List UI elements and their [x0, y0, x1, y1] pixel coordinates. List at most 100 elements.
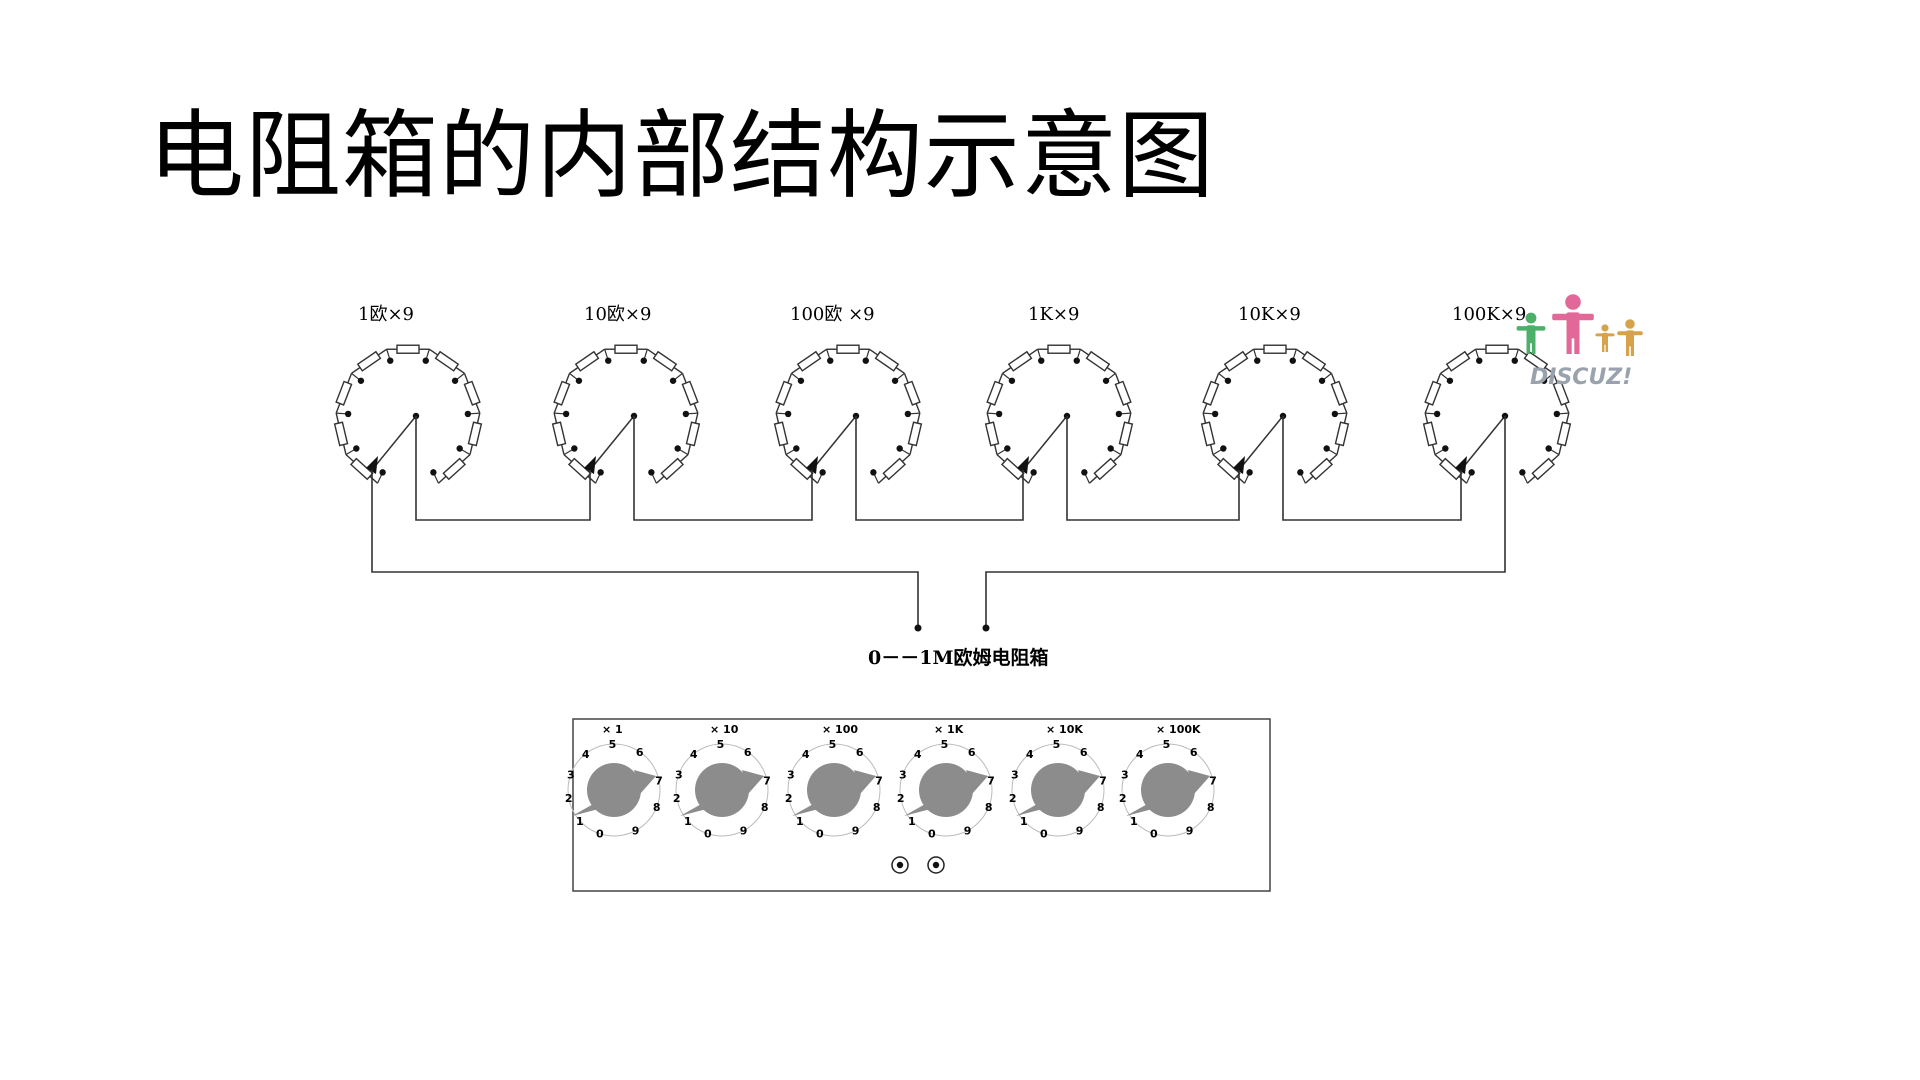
resistor [386, 344, 430, 354]
dial-number: 2 [565, 792, 573, 805]
tap-dot [1030, 469, 1037, 476]
resistor [685, 412, 701, 455]
wiper-arm [1460, 415, 1506, 471]
tap-dot [456, 445, 463, 452]
resistor-body [1422, 421, 1438, 447]
resistor-lead [1120, 444, 1125, 455]
resistor [1118, 412, 1134, 455]
tap-dot [904, 410, 912, 418]
tap-dot [1102, 377, 1110, 384]
resistor [333, 412, 349, 455]
tap-dot [1211, 410, 1219, 418]
resistor-lead [775, 403, 781, 414]
resistor-lead [461, 454, 471, 463]
knob-pointer [572, 798, 610, 816]
tap-dot [896, 445, 903, 452]
person-leg [1602, 343, 1605, 352]
dial-number: 0 [704, 828, 712, 841]
resistor-body [574, 350, 600, 372]
series-link [415, 416, 591, 521]
resistor [1202, 373, 1220, 414]
resistor-body [567, 457, 592, 481]
tap-dot [674, 445, 681, 452]
resistor-body [1263, 344, 1287, 354]
resistor-lead [1088, 475, 1098, 484]
tap-dot [1220, 445, 1227, 452]
resistor [604, 344, 648, 354]
resistor-lead [469, 444, 474, 455]
dial-number: 8 [761, 801, 769, 814]
tap-dot [1519, 469, 1526, 476]
dial-number: 9 [632, 825, 640, 838]
tap-dot [1323, 445, 1330, 452]
resistor-lead [986, 412, 991, 424]
resistor-lead [993, 444, 998, 455]
resistor-lead [1440, 366, 1450, 374]
dial-number: 1 [796, 815, 804, 828]
dial-number: 4 [582, 748, 590, 761]
resistor-body [1200, 421, 1216, 447]
resistor-lead [1330, 373, 1336, 384]
tap-dot [891, 377, 899, 384]
resistor-body [836, 344, 860, 354]
resistor [1200, 412, 1216, 455]
tap-dot [1038, 357, 1045, 364]
resistor-lead [1424, 403, 1430, 414]
tap-dot [1008, 377, 1016, 384]
resistor-lead [673, 366, 683, 374]
wiper-arm [1238, 415, 1284, 471]
resistor-body [984, 421, 1000, 447]
tap-dot [640, 357, 647, 364]
tap-dot [1468, 469, 1475, 476]
knob-pointer [680, 798, 718, 816]
tap-dot [464, 410, 472, 418]
decade-label: 1欧×9 [358, 304, 414, 325]
dial-number: 2 [1119, 792, 1127, 805]
tap-dot [562, 410, 570, 418]
resistor-body [1445, 350, 1471, 372]
person-leg [1574, 335, 1580, 354]
resistor-body [1301, 350, 1327, 372]
resistor [428, 348, 465, 374]
tap-dot [995, 410, 1003, 418]
resistor-body [882, 457, 907, 481]
decade-ring: 10K×9 [1200, 304, 1350, 484]
dial-number: 6 [856, 746, 864, 759]
dial-number: 0 [816, 828, 824, 841]
wiper-arrow [806, 456, 818, 474]
decade-ring: 1欧×9 [333, 304, 483, 484]
decade-ring: 100欧 ×9 [773, 304, 923, 484]
knob-pointer [904, 798, 942, 816]
knob-pointer [1016, 798, 1054, 816]
dial-number: 6 [1190, 746, 1198, 759]
wiper-arrow [366, 456, 378, 474]
dial-number: 2 [673, 792, 681, 805]
decade-label: 10K×9 [1238, 304, 1301, 325]
dial-number: 3 [567, 768, 575, 781]
person-head [1525, 312, 1537, 324]
person-leg [1566, 335, 1572, 354]
tap-dot [1331, 410, 1339, 418]
resistor [463, 373, 481, 414]
resistor-lead [1517, 348, 1528, 356]
resistor-lead [1458, 475, 1468, 484]
decade-label: 100欧 ×9 [790, 304, 875, 325]
resistor-body [335, 380, 353, 406]
resistor-lead [1322, 366, 1332, 374]
resistor-lead [996, 454, 1006, 463]
resistor-body [1000, 457, 1025, 481]
resistor [1037, 344, 1081, 354]
resistor-body [1118, 421, 1134, 447]
dial-scale [675, 743, 769, 837]
resistor-lead [1550, 454, 1560, 463]
resistor-body [1485, 344, 1509, 354]
lead-right [985, 416, 1506, 628]
series-link [633, 416, 813, 521]
resistor-lead [1526, 475, 1536, 484]
resistor-lead [787, 373, 793, 384]
resistor-body [652, 350, 678, 372]
dial-number: 5 [1163, 738, 1171, 751]
knob-pointer [742, 770, 764, 794]
resistor-lead [782, 444, 787, 455]
